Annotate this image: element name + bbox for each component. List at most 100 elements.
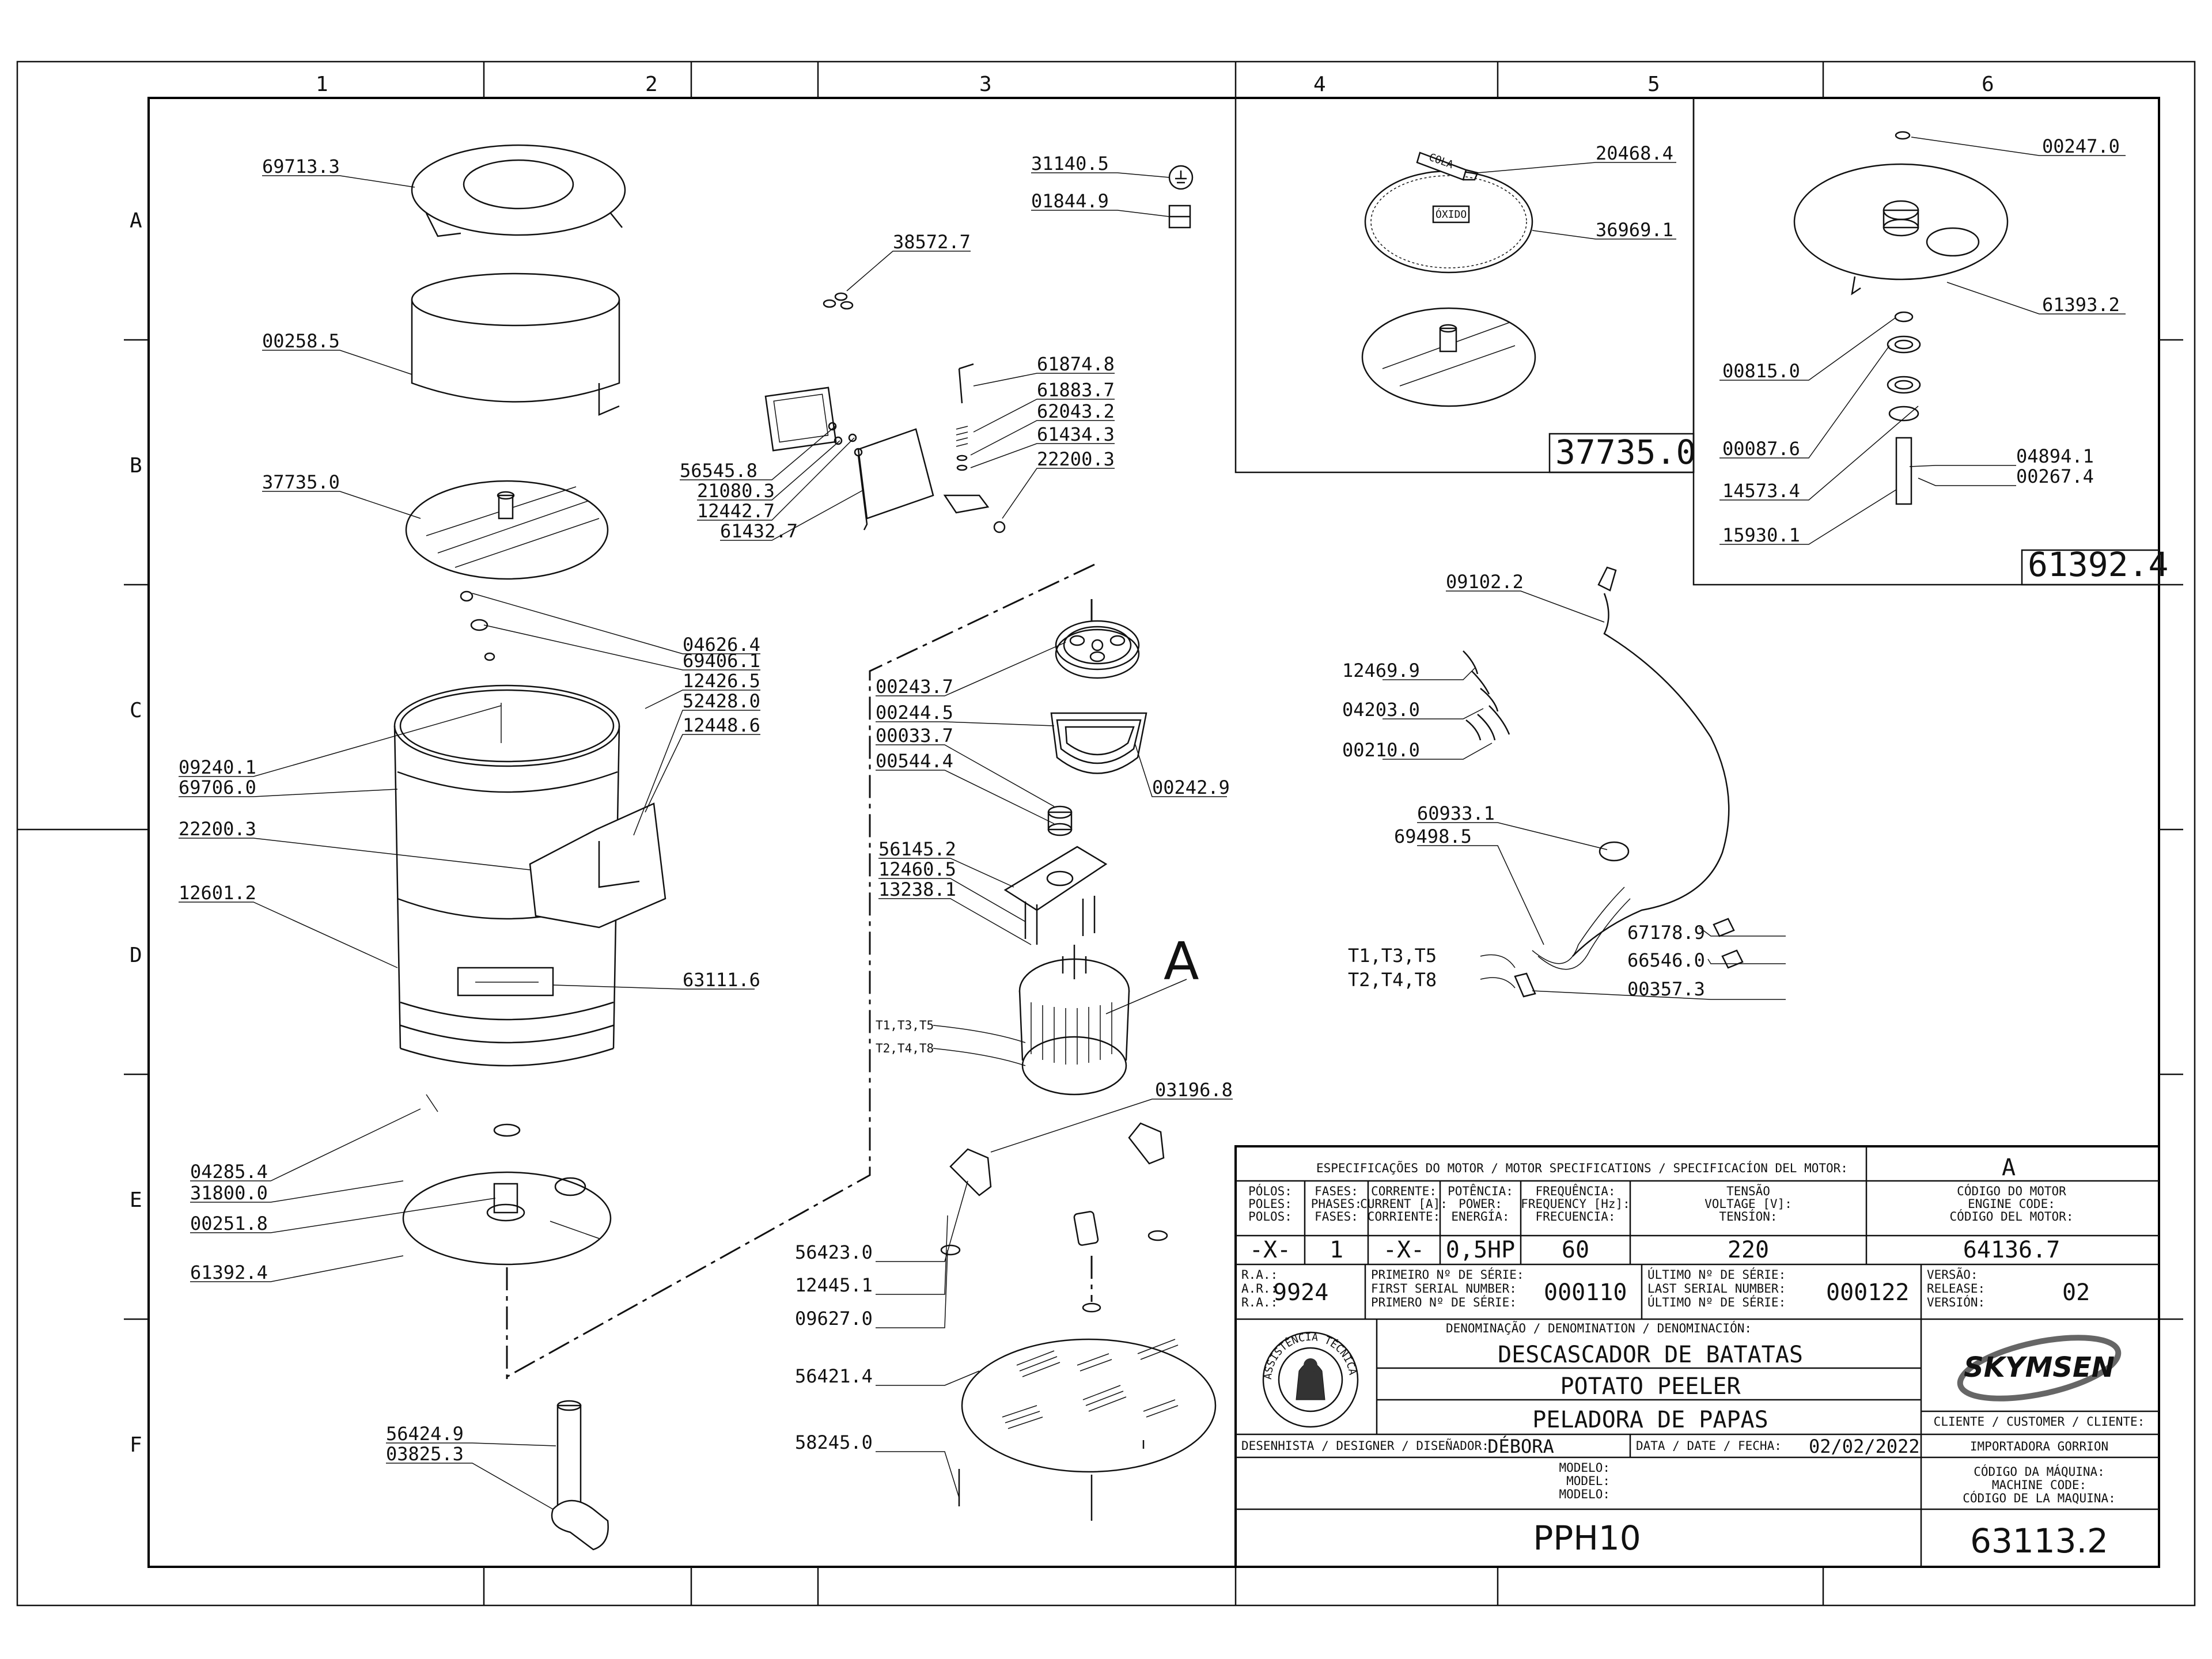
callout-t1t3t5-b: T1,T3,T5 xyxy=(1348,945,1437,967)
callout-69406-1: 69406.1 xyxy=(683,650,760,672)
grid-col-5: 5 xyxy=(1647,73,1660,96)
spec-current-l1: CORRENTE: xyxy=(1371,1184,1437,1198)
spec-voltage-l1: TENSÃO xyxy=(1726,1183,1770,1198)
callout-t2t4t8: T2,T4,T8 xyxy=(876,1041,934,1055)
release-l3: VERSIÓN: xyxy=(1927,1295,1985,1309)
callout-69713-3: 69713.3 xyxy=(262,156,340,177)
callout-62043-2: 62043.2 xyxy=(1037,400,1115,422)
callout-14573-4: 14573.4 xyxy=(1722,480,1800,502)
engine-code-l1: CÓDIGO DO MOTOR xyxy=(1957,1184,2066,1198)
abrasive-disc xyxy=(405,480,609,580)
callout-09102-2: 09102.2 xyxy=(1446,571,1524,593)
callout-00815-0: 00815.0 xyxy=(1722,360,1800,382)
model-label-l2: MODEL: xyxy=(1566,1474,1610,1488)
spec-poles-l1: PÓLOS: xyxy=(1248,1184,1292,1198)
brand-text: SKYMSEN xyxy=(1964,1351,2115,1384)
callout-66546-0: 66546.0 xyxy=(1627,949,1705,971)
oxido-label: ÓXIDO xyxy=(1435,208,1467,221)
lid-mechanism xyxy=(764,165,1194,533)
callout-00251-8: 00251.8 xyxy=(190,1213,268,1234)
engine-code-l3: CÓDIGO DEL MOTOR: xyxy=(1950,1209,2074,1224)
release-l1: VERSÃO: xyxy=(1927,1267,1978,1282)
ra-l3: R.A.: xyxy=(1241,1296,1278,1309)
spec-current-value: -X- xyxy=(1383,1237,1425,1263)
callout-00258-5: 00258.5 xyxy=(262,330,340,352)
spec-phases-l1: FASES: xyxy=(1315,1184,1358,1198)
last-serial-value: 000122 xyxy=(1826,1279,1910,1306)
callout-00244-5: 00244.5 xyxy=(876,702,953,724)
name-pt: DESCASCADOR DE BATATAS xyxy=(1498,1342,1803,1368)
callout-00210-0: 00210.0 xyxy=(1342,739,1420,761)
spec-voltage-value: 220 xyxy=(1728,1237,1769,1263)
callout-09627-0: 09627.0 xyxy=(795,1308,873,1330)
callout-00243-7: 00243.7 xyxy=(876,676,953,698)
date-label: DATA / DATE / FECHA: xyxy=(1636,1439,1782,1453)
callouts: 69713.3 00258.5 37735.0 04626.4 69406.1 … xyxy=(179,135,2168,1465)
callout-56421-4: 56421.4 xyxy=(795,1365,873,1387)
spec-voltage-l3: TENSÍON: xyxy=(1719,1209,1777,1224)
machine-code-l1: CÓDIGO DA MÁQUINA: xyxy=(1974,1464,2105,1479)
model-label-l1: MODELO: xyxy=(1559,1461,1610,1475)
callout-15930-1: 15930.1 xyxy=(1722,524,1800,546)
spec-power-value: 0,5HP xyxy=(1446,1237,1515,1263)
version-letter: A xyxy=(2002,1154,2016,1181)
last-serial-l3: ÚLTIMO Nº DE SÉRIE: xyxy=(1647,1295,1786,1309)
model-value: PPH10 xyxy=(1533,1518,1641,1558)
callout-61393-2: 61393.2 xyxy=(2042,294,2120,316)
callout-12601-2: 12601.2 xyxy=(179,882,256,904)
customer-value: IMPORTADORA GORRION xyxy=(1970,1440,2108,1453)
callout-13238-1: 13238.1 xyxy=(878,878,956,900)
callout-22200-3-b: 22200.3 xyxy=(1037,448,1115,470)
spec-phases-value: 1 xyxy=(1330,1237,1343,1263)
engine-code-l2: ENGINE CODE: xyxy=(1968,1197,2055,1211)
lower-base-plate xyxy=(402,1123,612,1266)
grid-col-6: 6 xyxy=(1982,73,1994,96)
grid-row-a: A xyxy=(130,209,142,233)
grid-row-c: C xyxy=(130,699,142,722)
callout-00087-6: 00087.6 xyxy=(1722,438,1800,460)
callout-view-a: A xyxy=(1164,931,1199,992)
spec-freq-l1: FREQUÊNCIA: xyxy=(1535,1184,1615,1198)
model-label-l3: MODELO: xyxy=(1559,1487,1610,1501)
callout-38572-7: 38572.7 xyxy=(893,231,971,253)
callout-37735-0: 37735.0 xyxy=(262,471,340,493)
skymsen-logo: SKYMSEN xyxy=(1957,1335,2122,1402)
callout-63111-6: 63111.6 xyxy=(683,969,760,991)
grid-row-b: B xyxy=(130,454,142,478)
spec-phases-l3: FASES: xyxy=(1315,1210,1358,1224)
callout-00544-4: 00544.4 xyxy=(876,750,953,772)
callout-61432-7: 61432.7 xyxy=(720,520,798,542)
spec-freq-l2: FREQUENCY [Hz]: xyxy=(1521,1197,1630,1211)
callout-31140-5: 31140.5 xyxy=(1031,153,1109,175)
spec-phases-l2: PHASES: xyxy=(1311,1197,1362,1211)
callout-12426-5: 12426.5 xyxy=(683,670,760,692)
callout-04285-4: 04285.4 xyxy=(190,1161,268,1183)
callout-20468-4: 20468.4 xyxy=(1596,142,1673,164)
callout-04894-1: 04894.1 xyxy=(2016,445,2094,467)
first-serial-l2: FIRST SERIAL NUMBER: xyxy=(1371,1282,1517,1296)
grid-row-e: E xyxy=(130,1188,142,1212)
name-es: PELADORA DE PAPAS xyxy=(1532,1407,1768,1433)
callout-52428-0: 52428.0 xyxy=(683,690,760,712)
callout-09240-1: 09240.1 xyxy=(179,756,256,778)
spec-poles-l3: POLOS: xyxy=(1248,1210,1292,1224)
callout-61883-7: 61883.7 xyxy=(1037,379,1115,401)
spec-power-l2: POWER: xyxy=(1459,1197,1502,1211)
panel-label-61392-4: 61392.4 xyxy=(2028,545,2168,584)
last-serial-l2: LAST SERIAL NUMBER: xyxy=(1647,1282,1786,1296)
machine-code-value: 63113.2 xyxy=(1970,1521,2108,1560)
callout-t1t3t5: T1,T3,T5 xyxy=(876,1018,934,1032)
first-serial-l1: PRIMEIRO Nº DE SÉRIE: xyxy=(1371,1267,1524,1282)
top-lid xyxy=(411,144,626,237)
grid-col-3: 3 xyxy=(979,73,992,96)
callout-t2t4t8-b: T2,T4,T8 xyxy=(1348,969,1437,991)
callout-01844-9: 01844.9 xyxy=(1031,190,1109,212)
motor xyxy=(1018,945,1130,1096)
callout-56424-9: 56424.9 xyxy=(386,1423,464,1445)
spec-poles-l2: POLES: xyxy=(1248,1197,1292,1211)
detail-panel-61392 xyxy=(1692,98,2160,586)
cover-band xyxy=(411,272,620,416)
callout-61392-4: 61392.4 xyxy=(190,1262,268,1283)
callout-56545-8: 56545.8 xyxy=(680,460,757,482)
callout-12442-7: 12442.7 xyxy=(697,500,775,522)
